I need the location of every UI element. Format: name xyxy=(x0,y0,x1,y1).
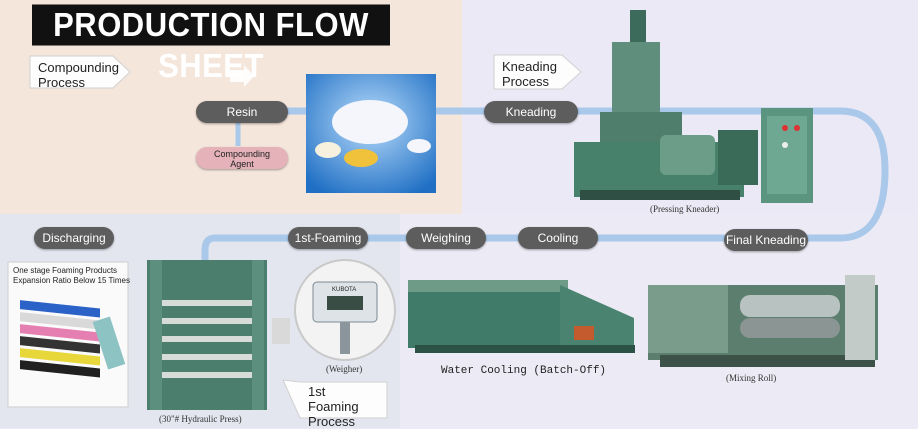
foam-product-note: One stage Foaming Products Expansion Rat… xyxy=(13,266,130,286)
step-first-foaming: 1st-Foaming xyxy=(288,227,368,249)
step-discharging: Discharging xyxy=(34,227,114,249)
direction-arrow-icon xyxy=(230,65,254,87)
page-title: PRODUCTION FLOW SHEET xyxy=(32,4,390,84)
note-line1: One stage Foaming Products xyxy=(13,266,118,275)
compounding-agent-line1: Compounding xyxy=(213,149,271,159)
step-resin: Resin xyxy=(196,101,288,123)
foaming-tag-shape xyxy=(282,379,388,419)
compounding-agent-line2: Agent xyxy=(230,159,254,169)
flow-line xyxy=(201,107,889,270)
note-line2: Expansion Ratio Below 15 Times xyxy=(13,276,130,285)
caption-pressing-kneader: (Pressing Kneader) xyxy=(650,204,720,214)
kneading-label-line1: Kneading xyxy=(502,59,557,74)
step-compounding-agent: Compounding Agent xyxy=(196,147,288,169)
caption-water-cooling: Water Cooling (Batch-Off) xyxy=(441,365,607,377)
compounding-label-line2: Process xyxy=(38,75,85,90)
foam-products-photo xyxy=(7,261,129,408)
step-cooling: Cooling xyxy=(518,227,598,249)
kneading-label-line2: Process xyxy=(502,74,549,89)
caption-weigher: (Weigher) xyxy=(326,364,363,374)
weigher-device xyxy=(294,259,396,361)
mixing-roll-machine xyxy=(648,275,878,367)
compounding-tag-shape xyxy=(29,55,131,89)
weigher-brand: KUBOTA xyxy=(332,287,357,293)
hydraulic-press-machine xyxy=(147,260,290,410)
resin-photo xyxy=(306,74,436,193)
pressing-kneader-machine xyxy=(574,10,813,203)
step-weighing: Weighing xyxy=(406,227,486,249)
foaming-label-line1: 1st Foaming xyxy=(308,384,359,414)
step-final-kneading: Final Kneading xyxy=(724,229,808,251)
step-kneading: Kneading xyxy=(484,101,578,123)
foaming-label-line2: Process xyxy=(308,414,355,429)
caption-hydraulic-press: (30"# Hydraulic Press) xyxy=(159,414,242,424)
water-cooling-machine xyxy=(408,280,635,353)
kneading-tag-shape xyxy=(493,54,582,90)
compounding-label-line1: Compounding xyxy=(38,60,119,75)
caption-mixing-roll: (Mixing Roll) xyxy=(726,373,777,383)
